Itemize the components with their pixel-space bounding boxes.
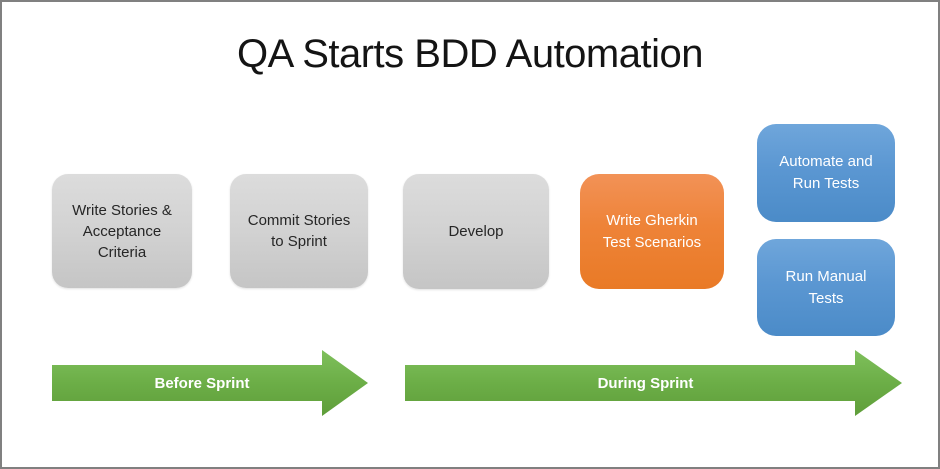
step-label: Develop [448,223,504,240]
step-label: Write Stories & Acceptance Criteria [72,201,172,261]
arrow-label: During Sprint [597,374,694,392]
step-label: Write Gherkin Test Scenarios [602,211,702,251]
step-develop: Develop [403,174,549,289]
step-label: Run Manual Tests [785,267,867,307]
step-write-stories-acceptance-criteria: Write Stories & Acceptance Criteria [52,174,192,288]
step-automate-and-run-tests: Automate and Run Tests [757,124,895,222]
right-arrow-shape-icon [52,350,368,416]
step-label: Commit Stories to Sprint [247,212,351,250]
step-label: Automate and Run Tests [779,153,873,192]
timeline-arrow-before-sprint: Before Sprint [52,350,368,416]
step-write-gherkin-test-scenarios: Write Gherkin Test Scenarios [580,174,724,289]
step-commit-stories-to-sprint: Commit Stories to Sprint [230,174,368,288]
step-run-manual-tests: Run Manual Tests [757,239,895,336]
arrow-label: Before Sprint [154,374,250,392]
timeline-arrow-during-sprint: During Sprint [405,350,902,416]
slide-title: QA Starts BDD Automation [237,32,704,76]
right-arrow-shape-icon [405,350,902,416]
